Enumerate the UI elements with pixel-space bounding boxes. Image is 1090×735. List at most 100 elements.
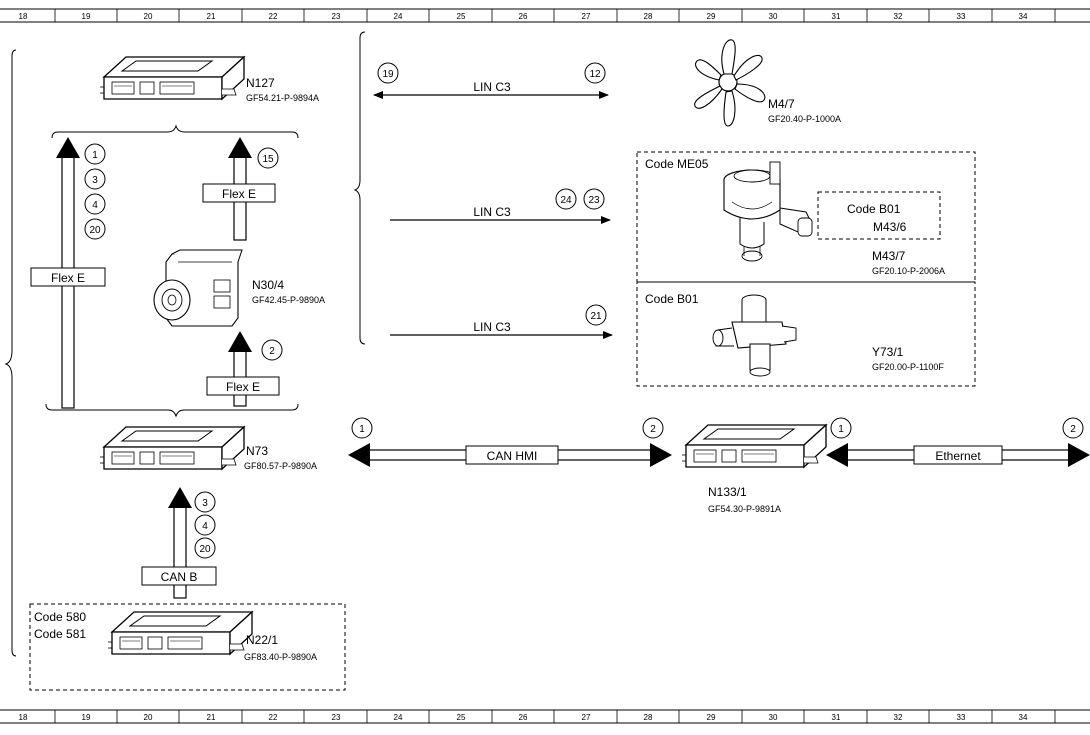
n127-ref: GF54.21-P-9894A <box>246 93 319 103</box>
top-group-brace <box>51 124 299 139</box>
can-b-label: CAN B <box>161 570 198 584</box>
callout-number: 23 <box>588 195 600 206</box>
code-580-label: Code 580 <box>34 610 86 624</box>
n22-1-label: N22/1 <box>246 633 278 647</box>
flex-e-arrow-left: Flex E 1 3 4 20 <box>30 137 106 409</box>
valve-icon <box>712 294 797 377</box>
callout-number: 4 <box>92 200 98 211</box>
flex-e-label-top: Flex E <box>222 187 256 201</box>
ruler-number: 22 <box>269 12 278 21</box>
flex-e-arrow-middle: Flex E 2 <box>206 331 283 407</box>
ruler-number: 33 <box>957 12 966 21</box>
lin-c3-label-1: LIN C3 <box>473 80 511 94</box>
ruler-number: 28 <box>644 713 653 722</box>
callout-number: 15 <box>262 154 274 165</box>
m43-7-ref: GF20.10-P-2006A <box>872 266 945 276</box>
m4-7-ref: GF20.40-P-1000A <box>768 114 841 124</box>
n30-4-label: N30/4 <box>252 278 284 292</box>
ruler-number: 30 <box>769 713 778 722</box>
n73-ref: GF80.57-P-9890A <box>244 461 317 471</box>
ruler-number: 19 <box>82 713 91 722</box>
lin-c3-label-2: LIN C3 <box>473 205 511 219</box>
can-b-arrow: CAN B 3 4 20 <box>141 487 217 599</box>
n133-1-label: N133/1 <box>708 485 747 499</box>
ruler-number: 30 <box>769 12 778 21</box>
n127-control-unit: N127 GF54.21-P-9894A <box>99 56 319 103</box>
ruler-number: 24 <box>394 12 403 21</box>
left-brace <box>4 49 17 657</box>
n73-control-unit: N73 GF80.57-P-9890A <box>99 426 317 471</box>
ruler-number: 31 <box>832 12 841 21</box>
callout-number: 20 <box>199 544 211 555</box>
code-b01-inner-label: Code B01 <box>847 202 901 216</box>
ruler-number: 19 <box>82 12 91 21</box>
m4-7-label: M4/7 <box>768 97 795 111</box>
ruler-number: 27 <box>582 12 591 21</box>
callout-number: 3 <box>202 498 208 509</box>
callout-number: 19 <box>382 69 394 80</box>
ethernet-label: Ethernet <box>935 449 981 463</box>
ruler-number: 29 <box>707 12 716 21</box>
code-me05-label: Code ME05 <box>645 157 709 171</box>
lin-c3-link-1: LIN C3 19 12 <box>373 62 609 99</box>
water-pump-icon <box>723 161 813 262</box>
ruler-number: 18 <box>19 12 28 21</box>
ruler-number: 34 <box>1019 713 1028 722</box>
callout-number: 1 <box>838 424 844 435</box>
callout-number: 24 <box>560 195 572 206</box>
callout-number: 3 <box>92 175 98 186</box>
abs-unit-icon <box>153 249 243 327</box>
y73-1-ref: GF20.00-P-1100F <box>872 362 944 372</box>
ruler-number: 28 <box>644 12 653 21</box>
bottom-ruler: 18 19 20 21 22 23 24 25 26 27 28 29 30 3… <box>0 709 1090 724</box>
ruler-number: 20 <box>144 713 153 722</box>
can-hmi-label: CAN HMI <box>487 449 538 463</box>
callout-number: 1 <box>359 424 365 435</box>
callout-number: 12 <box>589 69 601 80</box>
y73-1-label: Y73/1 <box>872 345 904 359</box>
ruler-number: 21 <box>207 12 216 21</box>
ruler-number: 34 <box>1019 12 1028 21</box>
code-b01-outer-box <box>636 281 976 387</box>
n127-label: N127 <box>246 76 275 90</box>
ruler-number: 32 <box>894 12 903 21</box>
ruler-number: 18 <box>19 713 28 722</box>
ruler-number: 23 <box>332 713 341 722</box>
callout-number: 20 <box>89 225 101 236</box>
ruler-number: 23 <box>332 12 341 21</box>
bottom-group-brace <box>45 403 299 418</box>
ruler-number: 24 <box>394 713 403 722</box>
ruler-number: 22 <box>269 713 278 722</box>
code-581-label: Code 581 <box>34 627 86 641</box>
n133-1-control-unit: N133/1 GF54.30-P-9891A <box>681 424 827 514</box>
ruler-number: 21 <box>207 713 216 722</box>
n22-1-control-unit: N22/1 GF83.40-P-9890A <box>107 611 317 662</box>
callout-number: 2 <box>1070 424 1076 435</box>
ethernet-link: Ethernet 1 2 <box>826 417 1090 467</box>
ruler-number: 20 <box>144 12 153 21</box>
lin-c3-label-3: LIN C3 <box>473 320 511 334</box>
flex-e-label-left: Flex E <box>51 271 85 285</box>
ruler-number: 32 <box>894 713 903 722</box>
ruler-number: 25 <box>457 12 466 21</box>
callout-number: 1 <box>92 150 98 161</box>
flex-e-arrow-top: Flex E 15 <box>202 137 279 241</box>
callout-number: 21 <box>590 311 602 322</box>
lin-c3-link-2: LIN C3 24 23 <box>390 188 611 224</box>
lin-brace <box>353 31 366 345</box>
m43-6-label: M43/6 <box>873 220 907 234</box>
n30-4-ref: GF42.45-P-9890A <box>252 295 325 305</box>
callout-number: 4 <box>202 521 208 532</box>
ruler-number: 27 <box>582 713 591 722</box>
fan-icon <box>694 39 766 127</box>
n22-1-ref: GF83.40-P-9890A <box>244 652 317 662</box>
ruler-number: 29 <box>707 713 716 722</box>
flex-e-label-middle: Flex E <box>226 380 260 394</box>
ruler-number: 33 <box>957 713 966 722</box>
ruler-number: 26 <box>519 713 528 722</box>
lin-c3-link-3: LIN C3 21 <box>390 304 613 339</box>
code-b01-outer-label: Code B01 <box>645 292 699 306</box>
callout-number: 2 <box>269 346 275 357</box>
ruler-number: 25 <box>457 713 466 722</box>
